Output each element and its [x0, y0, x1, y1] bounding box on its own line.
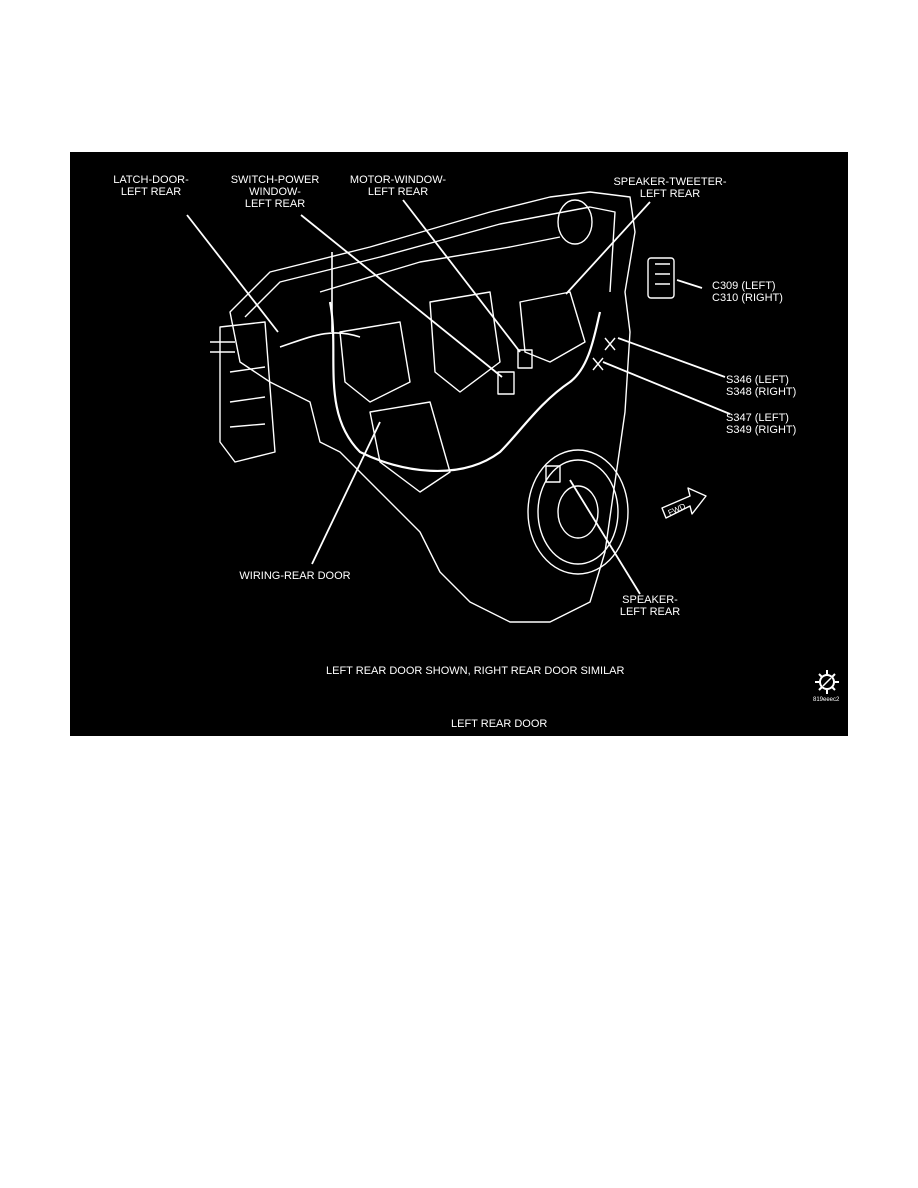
label-splice-s347-s349: S347 (LEFT) S349 (RIGHT) — [726, 412, 797, 436]
door-wiring-diagram: LATCH-DOOR- LEFT REAR SWITCH-POWER WINDO… — [70, 152, 848, 736]
label-splice-s346-s348: S346 (LEFT) S348 (RIGHT) — [726, 374, 797, 398]
label-speaker-tweeter: SPEAKER-TWEETER- LEFT REAR — [613, 176, 727, 200]
label-motor-window: MOTOR-WINDOW- LEFT REAR — [349, 174, 447, 198]
label-switch-power-window: SWITCH-POWER WINDOW- LEFT REAR — [230, 174, 320, 210]
label-speaker: SPEAKER- LEFT REAR — [619, 594, 681, 618]
gear-icon — [815, 670, 839, 694]
figure-caption: LEFT REAR DOOR — [451, 718, 548, 730]
figure-id: 819eeec2 — [813, 697, 840, 703]
door-illustration — [186, 191, 839, 694]
label-latch-door: LATCH-DOOR- LEFT REAR — [113, 174, 189, 198]
label-wiring-rear-door: WIRING-REAR DOOR — [239, 570, 351, 582]
diagram-note: LEFT REAR DOOR SHOWN, RIGHT REAR DOOR SI… — [326, 665, 625, 677]
label-connector-c309-c310: C309 (LEFT) C310 (RIGHT) — [712, 280, 783, 304]
fwd-arrow-icon — [661, 487, 707, 519]
